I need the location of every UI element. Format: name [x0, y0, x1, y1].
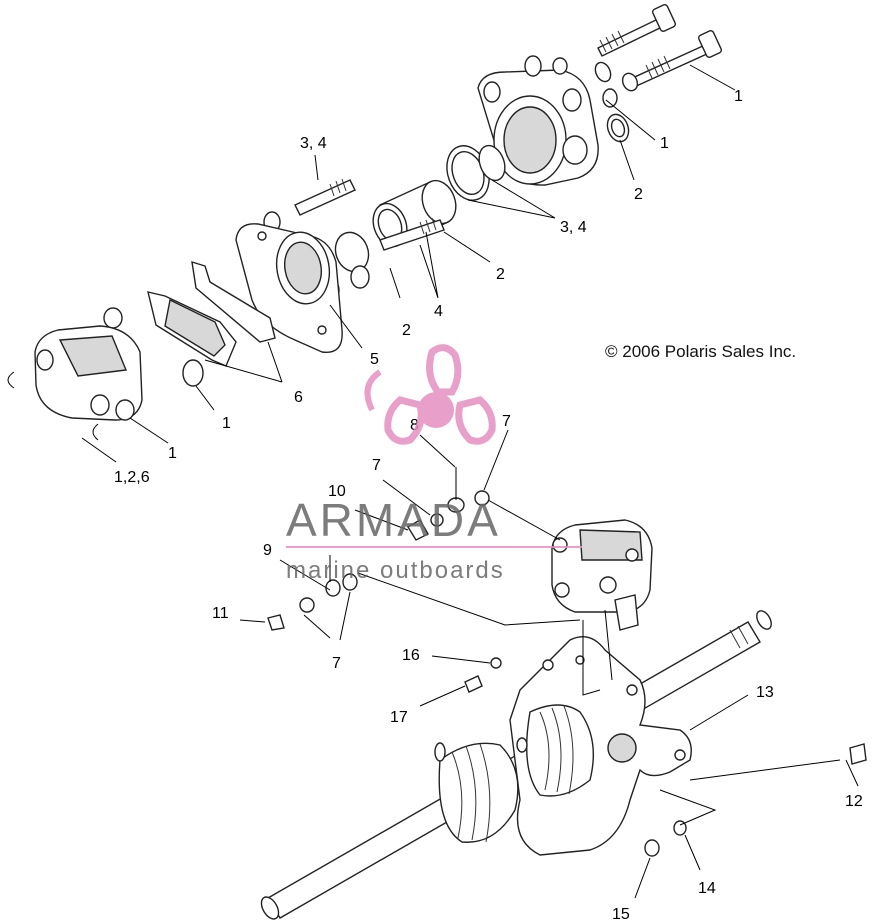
bolt-upper [597, 4, 677, 57]
callout-1-2-6: 1,2,6 [114, 469, 150, 486]
callout-1: 1 [660, 135, 669, 152]
leader-lines-lower [239, 429, 859, 899]
guide-pin-spring-mid [379, 217, 445, 251]
bearing-carrier-plate [509, 636, 692, 856]
caliper-bracket [235, 223, 343, 354]
brake-pad-outer [191, 261, 276, 343]
callout-7: 7 [372, 457, 381, 474]
leader-lines-upper [81, 64, 736, 463]
cv-boot-housing [434, 704, 595, 843]
bushing-left [103, 307, 204, 387]
callout-15: 15 [612, 906, 630, 923]
callout-6: 6 [294, 389, 303, 406]
copyright-notice: © 2006 Polaris Sales Inc. [605, 342, 796, 361]
fasteners [267, 467, 867, 857]
watermark-tagline: marine outboards [286, 557, 505, 584]
retaining-clips [7, 371, 99, 441]
propeller-logo-icon [364, 344, 496, 445]
callout-11: 11 [212, 605, 229, 622]
watermark-divider [286, 546, 582, 548]
caliper-body-inner [34, 325, 143, 421]
callout-14: 14 [698, 880, 716, 897]
callout-2: 2 [634, 186, 643, 203]
callout-9: 9 [263, 542, 272, 559]
callout-3-4: 3, 4 [560, 219, 587, 236]
callout-10: 10 [328, 483, 346, 500]
callout-7: 7 [502, 413, 511, 430]
callout-12: 12 [845, 793, 863, 810]
seal-rings [446, 144, 506, 201]
brake-pad-inner [147, 291, 237, 367]
callout-1: 1 [734, 88, 743, 105]
caliper-body-outer [477, 55, 599, 186]
callout-16: 16 [402, 647, 420, 664]
watermark-brand: ARMADA [286, 494, 501, 546]
callout-labels: 1 1 2 3, 4 3, 4 2 4 2 5 6 1 1 1,2,6 8 7 … [114, 88, 863, 923]
callout-13: 13 [756, 684, 774, 701]
callout-8: 8 [410, 417, 419, 434]
axle-assembly [239, 429, 867, 920]
callout-3-4: 3, 4 [300, 135, 327, 152]
bolt-lower [627, 30, 723, 89]
callout-1: 1 [222, 415, 231, 432]
assembled-caliper [551, 519, 653, 631]
callout-7: 7 [332, 655, 341, 672]
callout-17: 17 [390, 709, 408, 726]
callout-2: 2 [496, 266, 505, 283]
caliper-exploded-view [7, 4, 736, 463]
bushings-top [594, 61, 639, 143]
guide-pin-spring-upper [294, 178, 356, 216]
callout-4: 4 [434, 303, 443, 320]
armada-watermark: ARMADA marine outboards [286, 344, 582, 584]
callout-1: 1 [168, 445, 177, 462]
callout-5: 5 [370, 351, 379, 368]
callout-2: 2 [402, 322, 411, 339]
